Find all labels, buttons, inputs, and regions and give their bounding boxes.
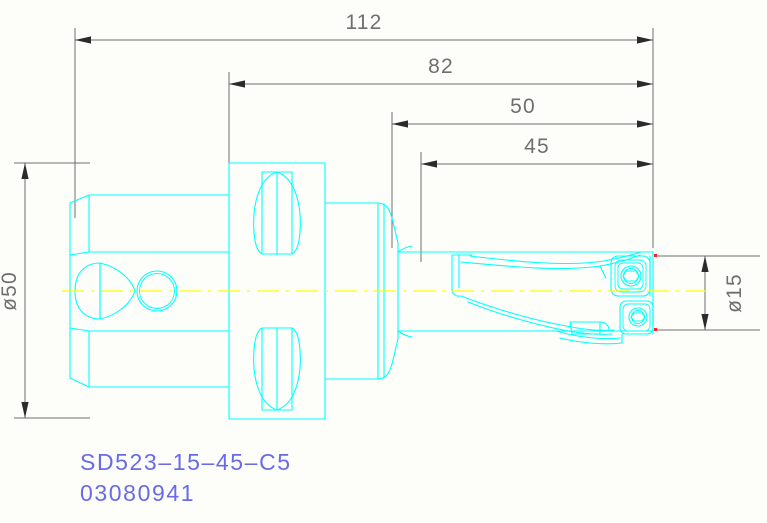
order-code-label: 03080941 (80, 480, 195, 506)
chip-pocket-outline (555, 330, 623, 345)
dimension-length-from-flange: 82 (228, 55, 653, 168)
coolant-hole (136, 270, 178, 312)
dimension-flute-length: 45 (420, 135, 653, 262)
dimension-overall-length: 112 (74, 11, 654, 248)
dimension-label-112: 112 (345, 11, 382, 34)
part-number-label: SD523–15–45–C5 (80, 449, 292, 475)
dimension-drill-diameter: ø15 (654, 254, 760, 331)
peripheral-insert-upper (610, 255, 651, 297)
dimension-label-50: 50 (510, 95, 536, 118)
flute-entry-pocket (451, 254, 473, 297)
helical-flute-lower (460, 295, 615, 335)
dimension-shank-diameter: ø50 (0, 162, 90, 419)
dimension-label-45: 45 (524, 135, 550, 158)
drill-tip-web (569, 321, 610, 335)
central-insert-lower (619, 300, 654, 335)
dimension-length-mid: 50 (391, 95, 653, 248)
part-geometry (69, 162, 654, 420)
drill-body-cylinder (397, 242, 654, 340)
dimension-label-82: 82 (428, 55, 454, 78)
drive-slot-feature (74, 262, 136, 320)
helical-flute-upper (460, 251, 642, 279)
dimension-label-diameter-50: ø50 (0, 271, 21, 311)
dimension-label-diameter-15: ø15 (723, 273, 746, 313)
